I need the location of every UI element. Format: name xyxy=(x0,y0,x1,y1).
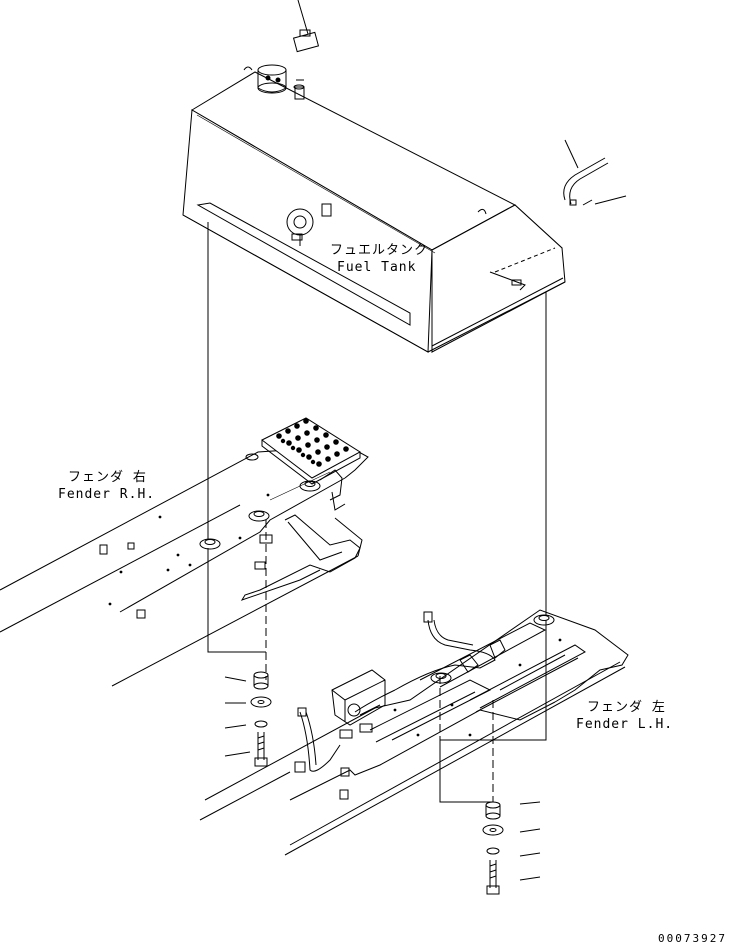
connector-plug xyxy=(294,30,319,52)
bolt xyxy=(487,860,499,894)
spacer-collar xyxy=(254,672,268,689)
fender-lh-holes xyxy=(393,638,562,737)
document-number: 00073927 xyxy=(658,932,727,945)
electrical-box xyxy=(332,670,385,738)
fender-rh-holes xyxy=(108,493,270,606)
spacer-collar xyxy=(486,802,500,819)
spring-washer xyxy=(255,721,267,727)
bolt xyxy=(255,732,267,766)
fender-lh-label-jp: フェンダ 左 xyxy=(587,700,666,715)
wiring-harness xyxy=(295,612,505,772)
fender-lh-label-en: Fender L.H. xyxy=(576,717,674,732)
washer xyxy=(483,825,503,835)
fender-lh xyxy=(200,610,628,855)
fuel-level-sender xyxy=(287,204,331,246)
rubber-mount xyxy=(200,454,320,549)
breather xyxy=(294,80,304,99)
fender-rh-label-jp: フェンダ 右 xyxy=(68,470,147,485)
step-plate xyxy=(262,418,360,484)
fender-rh-label-en: Fender R.H. xyxy=(58,487,156,502)
spring-washer xyxy=(487,848,499,854)
fender-rh xyxy=(0,418,368,686)
filler-cap xyxy=(244,65,286,93)
fuel-hose xyxy=(564,158,608,205)
fasteners-lh xyxy=(483,802,503,894)
leader-lines xyxy=(225,0,626,880)
fasteners-rh xyxy=(251,672,271,766)
fuel-tank-label-jp: フュエルタンク xyxy=(330,243,429,258)
fuel-tank-label-en: Fuel Tank xyxy=(337,260,417,275)
washer xyxy=(251,697,271,707)
fuel-tank xyxy=(183,65,565,352)
fender-rails xyxy=(370,623,585,742)
tank-bracket xyxy=(242,470,360,600)
mounting-guides xyxy=(208,222,546,802)
